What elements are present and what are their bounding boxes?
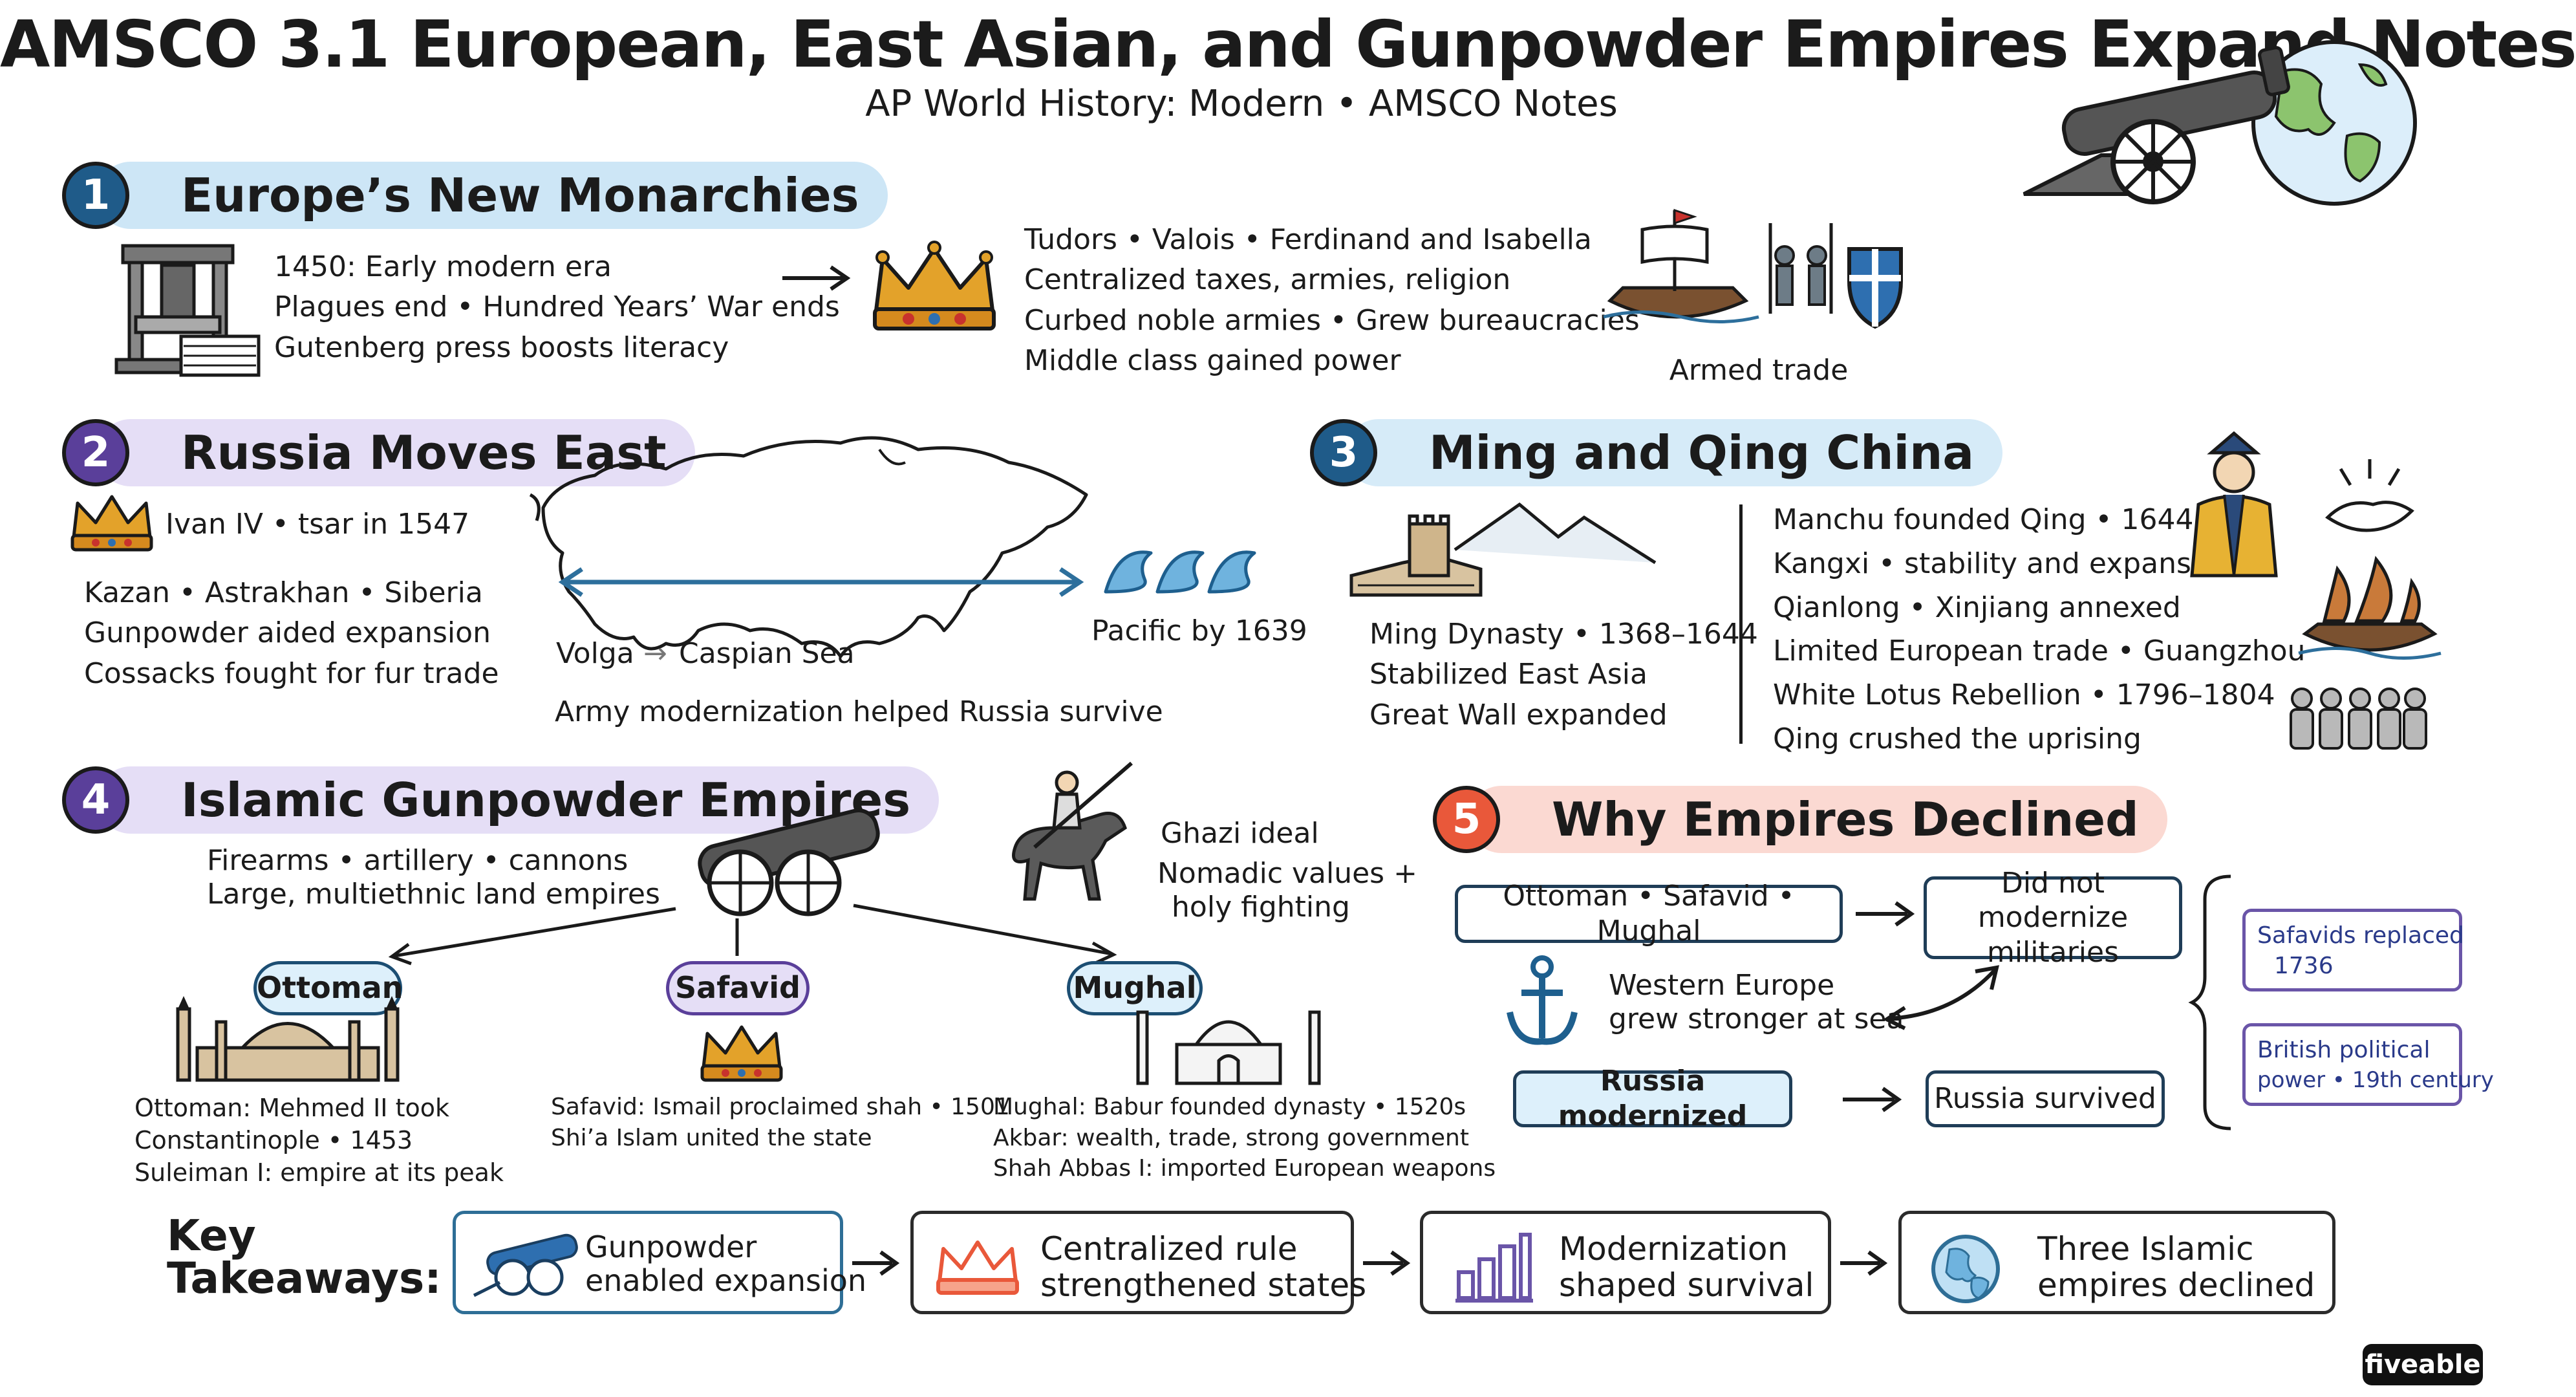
mosque-icon [176,996,400,1082]
taj-mahal-icon [1136,1010,1321,1085]
arrow-right-icon [782,265,851,291]
section5-heading: Why Empires Declined [1468,786,2167,853]
western-europe-text: Western Europe grew stronger at sea [1609,969,1904,1035]
printing-press-icon [114,244,261,377]
ottoman-pill: Ottoman [253,961,403,1015]
crown-icon [873,241,996,330]
curved-arrow-icon [1882,965,1999,1030]
section5-number-badge: 5 [1433,786,1500,853]
people-group-icon [2290,688,2427,750]
pacific-label: Pacific by 1639 [1091,614,1307,647]
qing-emperor-icon [2190,431,2278,578]
takeaway-card-3: Modernization shaped survival [1420,1211,1831,1314]
waves-icon [1104,550,1256,594]
crown-icon [70,495,153,552]
arrow-right-icon [1856,901,1915,927]
arrow-right-icon [1840,1250,1888,1276]
russia-survived-box: Russia survived [1926,1070,2165,1127]
arrow-right-icon [852,1250,900,1276]
volga-arrow-icon: → [643,637,667,670]
cannon-globe-icon [2023,40,2417,206]
takeaway-3-text: Modernization shaped survival [1559,1230,1814,1304]
mughal-lines: Mughal: Babur founded dynasty • 1520s Ak… [993,1094,1496,1182]
cannon-icon [473,1233,578,1297]
section2-number-badge: 2 [62,419,129,486]
section1-heading: Europe’s New Monarchies [97,162,888,229]
ming-lines: Ming Dynasty • 1368–1644 Stabilized East… [1369,618,1758,731]
takeaway-2-text: Centralized rule strengthened states [1040,1230,1367,1304]
empire-connector-arrows [388,904,1117,966]
section4-heading: Islamic Gunpowder Empires [97,766,939,834]
arrow-right-icon [1363,1250,1411,1276]
junk-ship-icon [2298,556,2442,660]
section4-number-badge: 4 [62,766,129,834]
section3-number-badge: 3 [1310,419,1377,486]
handshake-icon [2325,459,2414,532]
takeaway-card-1: Gunpowder enabled expansion [453,1211,866,1314]
ottoman-lines: Ottoman: Mehmed II took Constantinople •… [134,1094,504,1187]
qing-lines: Manchu founded Qing • 1644 Kangxi • stab… [1773,503,2306,755]
ivan-text: Ivan IV • tsar in 1547 [166,508,470,541]
safavids-replaced-card: Safavids replaced 1736 [2242,909,2464,991]
bracket-icon [2188,874,2231,1131]
page-subtitle: AP World History: Modern • AMSCO Notes [865,83,1618,125]
section3-heading: Ming and Qing China [1345,419,2003,486]
globe-icon [1931,1235,2000,1303]
volga-label: Volga [556,637,634,670]
fiveable-logo: fiveable [2363,1344,2483,1385]
s1-left-text: 1450: Early modern era Plagues end • Hun… [274,250,840,364]
british-power-card: British political power • 19th century [2242,1023,2494,1106]
takeaway-4-text: Three Islamic empires declined [2037,1230,2315,1304]
mughal-pill: Mughal [1067,961,1203,1015]
caspian-label: Caspian Sea [679,637,855,670]
armed-trade-label: Armed trade [1669,354,1849,387]
great-wall-icon [1349,502,1657,597]
takeaway-card-2: Centralized rule strengthened states [910,1211,1366,1314]
anchor-icon [1507,955,1578,1045]
safavid-lines: Safavid: Ismail proclaimed shah • 1501 S… [551,1094,1010,1151]
section3-divider [1739,504,1743,744]
section1-number-badge: 1 [62,162,129,229]
arrow-right-icon [1843,1087,1902,1112]
crown-icon [936,1240,1019,1295]
bar-chart-icon [1455,1233,1533,1303]
safavid-pill: Safavid [666,961,810,1015]
mounted-warrior-icon [1012,761,1133,901]
takeaway-card-4: Three Islamic empires declined [1898,1211,2335,1314]
russia-map-icon [529,436,1088,658]
s2-lines: Kazan • Astrakhan • Siberia Gunpowder ai… [84,576,499,690]
s1-right-text: Tudors • Valois • Ferdinand and Isabella… [1024,223,1640,378]
russia-modernized-box: Russia modernized [1513,1065,1792,1132]
key-takeaways-label: Key Takeaways: [167,1211,442,1303]
takeaway-1-text: Gunpowder enabled expansion [585,1229,867,1298]
cannon-icon [698,808,880,916]
ghazi-label: Ghazi ideal [1161,817,1319,850]
crown-icon [700,1025,783,1082]
s4-intro: Firearms • artillery • cannons Large, mu… [207,844,660,911]
page-title: AMSCO 3.1 European, East Asian, and Gunp… [0,6,2576,82]
ship-soldiers-shield-icon [1603,208,1903,329]
empires-box: Ottoman • Safavid • Mughal [1455,880,1843,948]
infographic-page: AMSCO 3.1 European, East Asian, and Gunp… [0,6,2576,1385]
army-modernization-text: Army modernization helped Russia survive [555,695,1163,728]
